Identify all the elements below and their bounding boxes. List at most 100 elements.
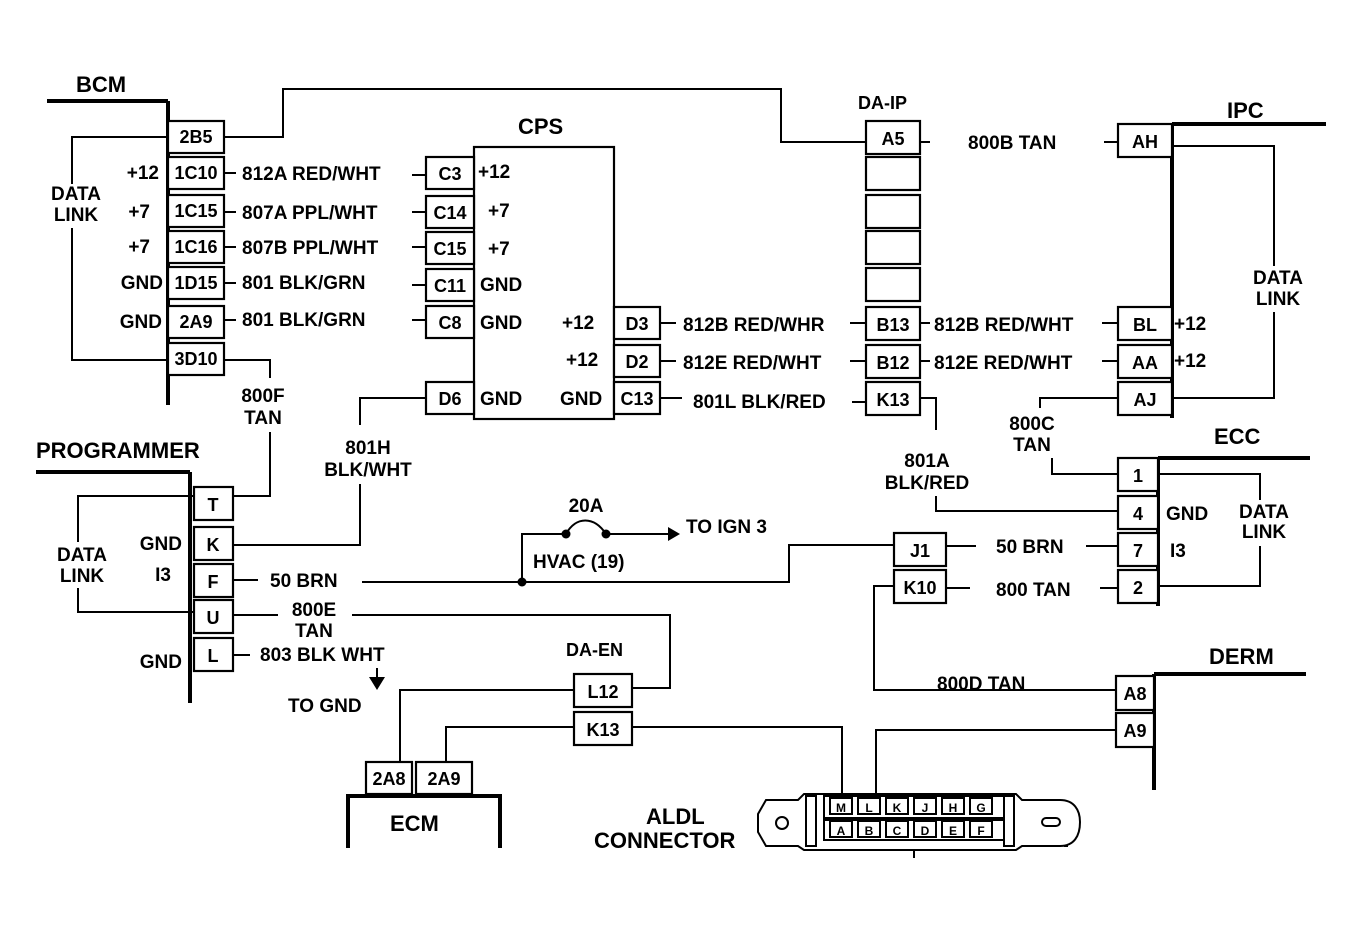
cps-right-label: GND	[560, 389, 602, 410]
da-ip-connector	[864, 119, 922, 417]
bcm-data-link-wire	[71, 136, 168, 361]
aldl-pin-label: K	[893, 801, 902, 815]
wire-800f-top	[224, 359, 271, 378]
cps-module	[472, 145, 616, 421]
bcm-wire-stubs	[224, 172, 426, 321]
da-en-pin: L12	[587, 682, 618, 702]
ipc-pin: AH	[1132, 132, 1158, 152]
bcm-wire-label: 812A RED/WHT	[242, 164, 381, 185]
ipc-data-link-label: DATA	[1253, 268, 1303, 289]
da-ip-wire-label: 812E RED/WHT	[934, 353, 1073, 374]
bcm-pin: 2B5	[179, 127, 212, 147]
da-ip-wire-stubs	[920, 322, 1118, 362]
ecc-side-label: GND	[1166, 504, 1208, 525]
wire-801h-top	[359, 397, 426, 425]
wire-800f-label: TAN	[244, 408, 282, 429]
wire-800c-bottom	[1051, 458, 1118, 475]
ecm-pin: 2A9	[427, 769, 460, 789]
cps-pin: D2	[625, 352, 648, 372]
wire-k13-to-ecm	[445, 726, 574, 762]
aldl-pin-label: C	[893, 824, 902, 838]
wire-k13-to-aldl	[632, 726, 843, 796]
ecc-pin: 2	[1133, 578, 1143, 598]
ipc-side-label: +12	[1174, 314, 1206, 335]
junction-connector	[892, 531, 948, 605]
aldl-pin-cell	[857, 797, 881, 815]
cps-pin: C14	[433, 203, 466, 223]
cps-right-label: +12	[566, 350, 598, 371]
cps-left-label: +12	[478, 162, 510, 183]
aldl-pin-cell	[941, 820, 965, 838]
ipc-pin: BL	[1133, 315, 1157, 335]
cps-left-label: +7	[488, 239, 510, 260]
wire-a9-to-aldl	[875, 729, 1116, 796]
fuse-rating: 20A	[569, 496, 604, 517]
ipc-title: IPC	[1227, 98, 1264, 123]
aldl-pin-label: G	[976, 801, 985, 815]
programmer-pin: L	[208, 646, 219, 666]
junction-pin: J1	[910, 541, 930, 561]
da-ip-wire-label: 812B RED/WHT	[934, 315, 1074, 336]
wire-800b-label: 800B TAN	[968, 133, 1056, 154]
bcm-wire-label: 807A PPL/WHT	[242, 203, 378, 224]
bcm-pin: 1C15	[174, 201, 217, 221]
aldl-pin-label: B	[865, 824, 874, 838]
wire-2b5-to-a5	[224, 88, 866, 143]
bcm-pin: 3D10	[174, 349, 217, 369]
aldl-pin-label: F	[977, 824, 984, 838]
wire-l12-to-ecm	[399, 689, 574, 762]
programmer-pin: T	[208, 495, 219, 515]
da-ip-pin: B13	[876, 315, 909, 335]
fuse-destination: TO IGN 3	[686, 517, 767, 538]
cps-left-label: GND	[480, 275, 522, 296]
cps-wire-label: 812B RED/WHR	[683, 315, 825, 336]
cps-left-label: +7	[488, 201, 510, 222]
ipc-side-label: +12	[1174, 351, 1206, 372]
bcm-side-label: +7	[128, 237, 150, 258]
wire-803-label: 803 BLK WHT	[260, 645, 385, 666]
bcm-side-label: GND	[121, 273, 163, 294]
aldl-pin-label: J	[922, 801, 929, 815]
programmer-module	[36, 470, 235, 703]
wire-800e-label: TAN	[295, 621, 333, 642]
aldl-pin-cell	[857, 820, 881, 838]
wire-50brn-right-label: 50 BRN	[996, 537, 1064, 558]
bcm-wire-label: 801 BLK/GRN	[242, 310, 366, 331]
bcm-side-label: +12	[127, 163, 159, 184]
wire-800c-label: TAN	[1013, 435, 1051, 456]
cps-left-label: GND	[480, 313, 522, 334]
wire-800c-top	[1039, 397, 1118, 408]
aldl-pin-cell	[969, 820, 993, 838]
aldl-pin-cell	[885, 820, 909, 838]
derm-title: DERM	[1209, 644, 1274, 669]
ecc-pin: 4	[1133, 504, 1143, 524]
programmer-side-label: I3	[155, 565, 171, 586]
ecm-pin: 2A8	[372, 769, 405, 789]
bcm-wire-label: 807B PPL/WHT	[242, 238, 379, 259]
bcm-data-link-label: DATA	[51, 184, 101, 205]
aldl-pin-label: E	[949, 824, 957, 838]
cps-wire-stubs	[660, 322, 866, 403]
fuse-terminal	[561, 529, 571, 539]
fuse-terminal	[601, 529, 611, 539]
arrow-right-icon	[668, 527, 680, 541]
programmer-pin: U	[207, 608, 220, 628]
cps-pin: C3	[438, 164, 461, 184]
bcm-pin: 1C10	[174, 163, 217, 183]
cps-pin: C8	[438, 313, 461, 333]
cps-wire-label: 801L BLK/RED	[693, 392, 826, 413]
ipc-data-link-wire	[1172, 145, 1275, 399]
aldl-pin-cell	[913, 820, 937, 838]
da-en-pin: K13	[586, 720, 619, 740]
aldl-pin-label: L	[865, 801, 872, 815]
da-ip-pin: B12	[876, 353, 909, 373]
derm-module	[1114, 672, 1306, 790]
bcm-side-label: +7	[128, 202, 150, 223]
cps-right-label: +12	[562, 313, 594, 334]
junction-pin: K10	[903, 578, 936, 598]
da-en-connector	[572, 672, 634, 747]
wire-800e	[352, 614, 671, 689]
derm-pin: A8	[1123, 684, 1146, 704]
da-ip-pin: K13	[876, 390, 909, 410]
